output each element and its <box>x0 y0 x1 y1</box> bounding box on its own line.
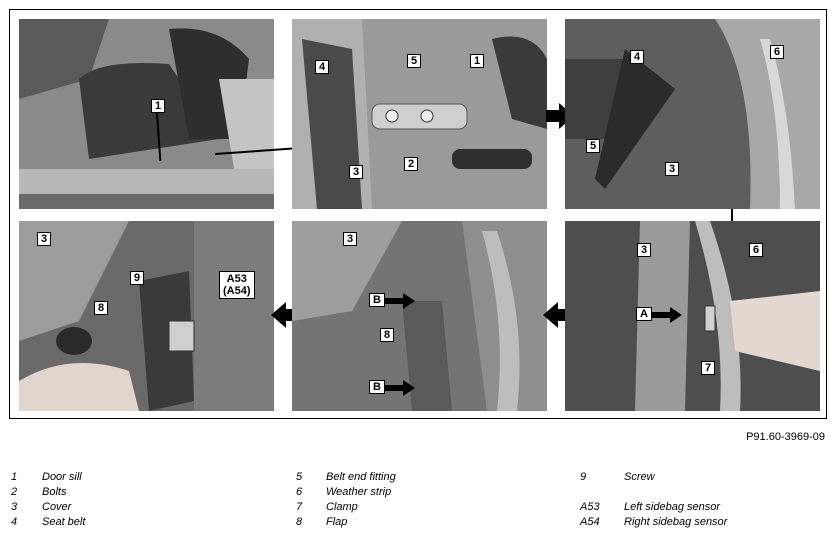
legend-label: Seat belt <box>42 516 86 528</box>
panel-weather-strip <box>565 221 820 411</box>
panel-seat-belt-floor <box>565 19 820 209</box>
legend-number: 6 <box>296 486 303 498</box>
legend-label: Door sill <box>42 471 82 483</box>
callout: A <box>636 307 652 321</box>
arrow-left-icon <box>543 302 571 328</box>
legend-label: Cover <box>42 501 72 513</box>
callout: B <box>369 380 385 394</box>
legend-row: A54 Right sidebag sensor <box>580 516 830 531</box>
weather-strip-photo <box>565 221 820 411</box>
legend-row: 3 Cover <box>11 501 271 516</box>
legend-row: 5 Belt end fitting <box>296 471 556 486</box>
legend-label: Right sidebag sensor <box>624 516 728 528</box>
legend-label: Left sidebag sensor <box>624 501 721 513</box>
arrow-right-icon <box>385 380 415 396</box>
legend-row: 8 Flap <box>296 516 556 531</box>
legend-number: 9 <box>580 471 587 483</box>
legend-number: 5 <box>296 471 303 483</box>
legend-row: 9 Screw <box>580 471 830 486</box>
legend-label: Belt end fitting <box>326 471 396 483</box>
callout: 8 <box>94 301 109 315</box>
callout: 3 <box>637 243 652 257</box>
panel-sensor-screw <box>19 221 274 411</box>
callout: A53 (A54) <box>219 271 255 299</box>
callout: 3 <box>349 165 364 179</box>
flap-photo <box>292 221 547 411</box>
sensor-screw-photo <box>19 221 274 411</box>
panel-seat-sill <box>19 19 274 209</box>
callout: 9 <box>130 271 145 285</box>
callout: 8 <box>380 328 395 342</box>
belt-end-fitting-photo <box>292 19 547 209</box>
callout: 4 <box>315 60 330 74</box>
legend-label: Clamp <box>326 501 358 513</box>
arrow-right-icon <box>546 103 574 129</box>
legend-number: 7 <box>296 501 303 513</box>
callout: B <box>369 293 385 307</box>
callout: 6 <box>749 243 764 257</box>
legend-number: 4 <box>11 516 18 528</box>
seat-sill-photo <box>19 19 274 209</box>
legend-row: 2 Bolts <box>11 486 271 501</box>
callout: 4 <box>630 50 645 64</box>
legend-row: 4 Seat belt <box>11 516 271 531</box>
legend-column: 9 Screw A53 Left sidebag sensor A54 Right s… <box>580 471 830 531</box>
callout: 7 <box>701 361 716 375</box>
callout: 5 <box>407 54 422 68</box>
legend-row: 1 Door sill <box>11 471 271 486</box>
legend-label: Bolts <box>42 486 67 498</box>
legend-number: 8 <box>296 516 303 528</box>
figure-code: P91.60-3969-09 <box>746 431 825 443</box>
arrow-right-icon <box>385 293 415 309</box>
arrow-right-icon <box>652 307 682 323</box>
legend-label: Screw <box>624 471 655 483</box>
legend-number: 2 <box>11 486 18 498</box>
legend-label: Flap <box>326 516 348 528</box>
legend-row: 7 Clamp <box>296 501 556 516</box>
legend-row <box>580 486 830 501</box>
callout: 3 <box>343 232 358 246</box>
callout: 1 <box>470 54 485 68</box>
figure-frame: 1 4 5 1 2 3 4 6 5 3 <box>9 9 827 419</box>
legend-number: A53 <box>580 501 600 513</box>
callout: 5 <box>586 139 601 153</box>
callout: 3 <box>37 232 52 246</box>
callout: 6 <box>770 45 785 59</box>
legend-row: A53 Left sidebag sensor <box>580 501 830 516</box>
callout: 3 <box>665 162 680 176</box>
legend-label: Weather strip <box>326 486 392 498</box>
legend-row: 6 Weather strip <box>296 486 556 501</box>
legend-number: A54 <box>580 516 600 528</box>
legend-number: 3 <box>11 501 18 513</box>
panel-belt-end-fitting <box>292 19 547 209</box>
legend-number: 1 <box>11 471 18 483</box>
callout: 2 <box>404 157 419 171</box>
legend-column: 1 Door sill 2 Bolts 3 Cover 4 Seat belt <box>11 471 271 531</box>
callout: 1 <box>151 99 166 113</box>
arrow-left-icon <box>271 302 299 328</box>
panel-flap <box>292 221 547 411</box>
